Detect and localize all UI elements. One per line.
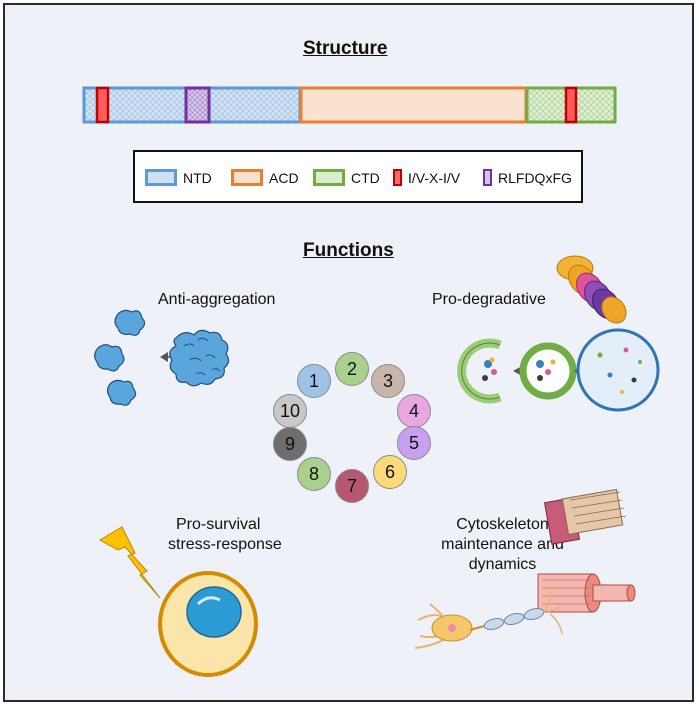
cytoskeleton-label: Cytoskeleton maintenance and dynamics: [440, 515, 565, 575]
numbered-circle-6: 6: [373, 455, 407, 489]
numbered-circle-3: 3: [371, 364, 405, 398]
protein-aggregate-icon: [169, 329, 230, 387]
numbered-circle-8: 8: [297, 457, 331, 491]
ctd-swatch: [313, 169, 345, 186]
protein-monomer-icon: [94, 344, 125, 372]
neuron-icon: [414, 589, 563, 649]
cytoskeleton-line1: Cytoskeleton: [456, 516, 549, 533]
legend-label-ctd: CTD: [351, 169, 380, 186]
cell-icon: [158, 571, 258, 677]
legend: NTD ACD CTD I/V-X-I/V RLFDQxFG: [133, 150, 583, 203]
ivxiv-swatch: [393, 169, 402, 186]
lightning-bolt-icon: [98, 526, 161, 599]
legend-label-rlfdqxfg: RLFDQxFG: [498, 169, 572, 186]
cytoskeleton-line2: maintenance and: [441, 536, 564, 553]
protein-monomer-icon: [114, 309, 146, 336]
proteasome-icon: [556, 255, 627, 324]
legend-label-ivxiv: I/V-X-I/V: [408, 169, 461, 186]
pro-survival-line2: stress-response: [168, 536, 282, 553]
legend-item-ctd: CTD: [313, 169, 380, 186]
numbered-circle-2: 2: [335, 352, 369, 386]
pro-degradative-label: Pro-degradative: [432, 291, 546, 308]
numbered-circle-10: 10: [273, 394, 307, 428]
pro-survival-label: Pro-survival stress-response: [168, 515, 298, 555]
protein-monomer-icon: [106, 379, 137, 406]
legend-label-acd: ACD: [269, 169, 299, 186]
phagophore-icon: [457, 338, 502, 404]
ntd-swatch: [145, 169, 177, 186]
numbered-circle-5: 5: [397, 426, 431, 460]
acd-swatch: [231, 169, 263, 186]
arrowhead-icon: [160, 352, 168, 362]
muscle-fiber-icon: [543, 488, 627, 545]
structure-heading: Structure: [303, 38, 388, 59]
numbered-circle-1: 1: [297, 364, 331, 398]
rlfdqxfg-swatch: [483, 169, 492, 186]
ivxiv-motif-ctd: [564, 86, 578, 124]
rlfdqxfg-motif: [184, 86, 211, 124]
ivxiv-motif-ntd: [95, 86, 110, 124]
actin-filament-bundle-icon: [537, 573, 636, 613]
functions-heading: Functions: [303, 240, 394, 261]
legend-item-ntd: NTD: [145, 169, 212, 186]
lysosome-icon: [576, 328, 660, 412]
numbered-circle-4: 4: [397, 394, 431, 428]
anti-aggregation-label: Anti-aggregation: [158, 291, 276, 308]
legend-item-ivxiv: I/V-X-I/V: [393, 169, 460, 186]
legend-label-ntd: NTD: [183, 169, 212, 186]
numbered-circle-7: 7: [335, 469, 369, 503]
legend-item-rlfdqxfg: RLFDQxFG: [483, 169, 572, 186]
pro-survival-line1: Pro-survival: [176, 516, 261, 533]
legend-item-acd: ACD: [231, 169, 299, 186]
cytoskeleton-line3: dynamics: [468, 556, 537, 573]
autophagosome-icon: [519, 342, 577, 400]
